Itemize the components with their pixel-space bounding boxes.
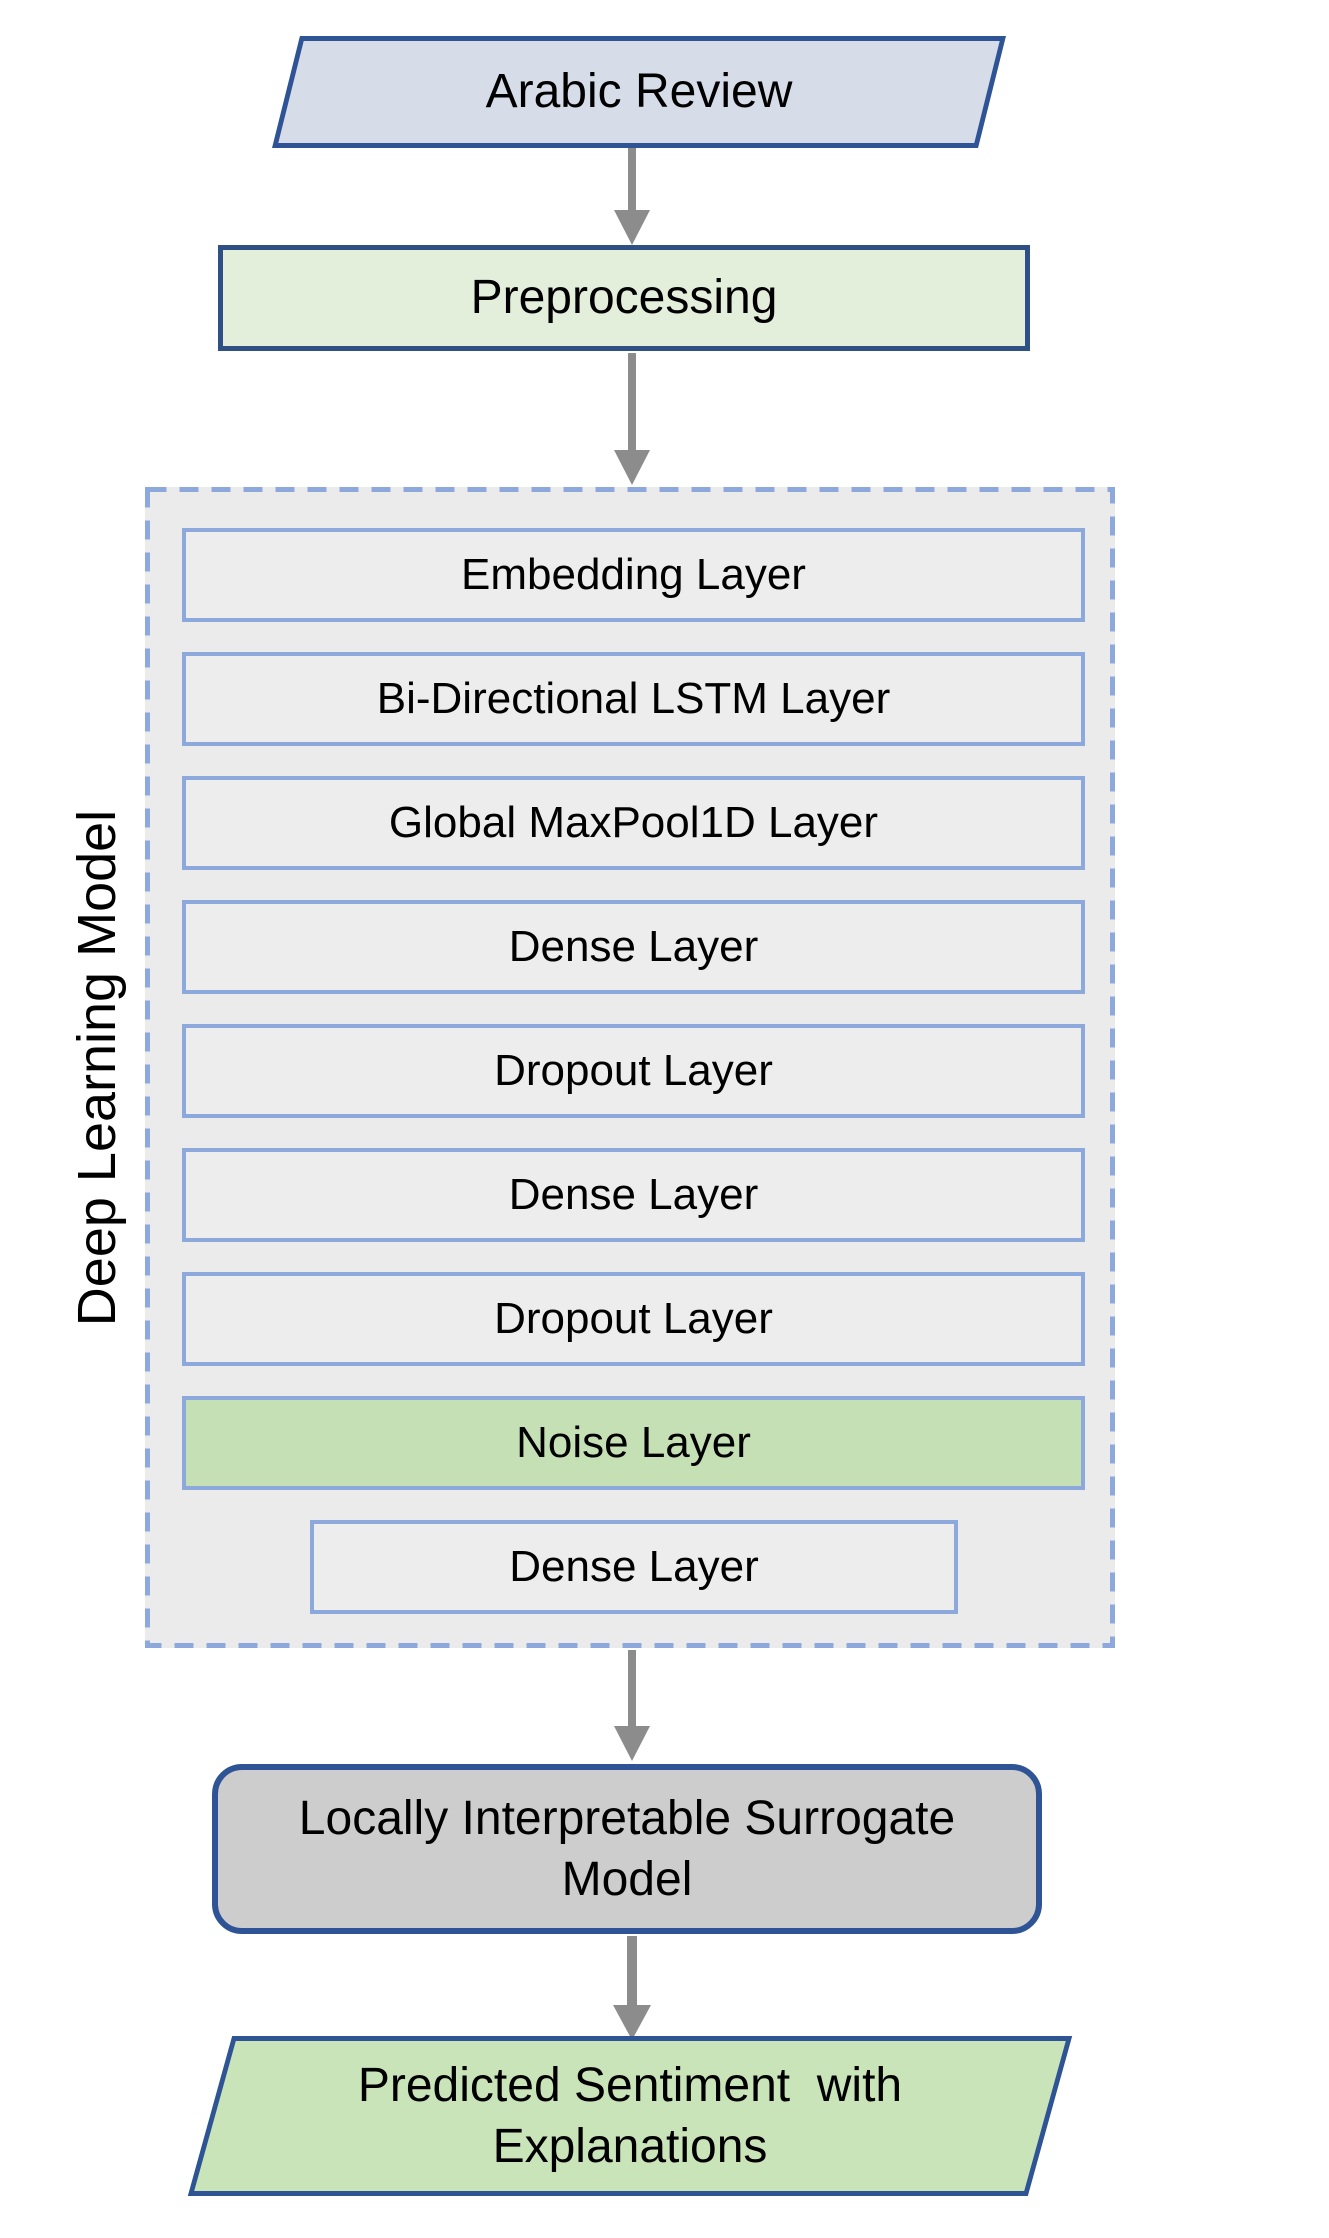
arrow-down-icon bbox=[614, 353, 650, 485]
arrow-down-icon bbox=[614, 148, 650, 245]
node-surrogate-model-label: Locally Interpretable Surrogate Model bbox=[298, 1791, 956, 1906]
node-arabic-review: Arabic Review bbox=[272, 36, 1006, 148]
layer-label: Bi-Directional LSTM Layer bbox=[376, 673, 891, 723]
node-predicted-sentiment: Predicted Sentiment with Explanations bbox=[187, 2036, 1073, 2196]
layer-box-bidirectional-lstm: Bi-Directional LSTM Layer bbox=[182, 652, 1085, 746]
layer-label: Dense Layer bbox=[508, 921, 759, 971]
layer-box-dense-1: Dense Layer bbox=[182, 900, 1085, 994]
arrow-down-icon bbox=[613, 1936, 651, 2040]
deep-learning-model-group-label: Deep Learning Model bbox=[67, 809, 127, 1327]
layer-label: Dropout Layer bbox=[494, 1045, 773, 1095]
layer-box-dense-output: Dense Layer bbox=[310, 1520, 958, 1614]
layer-box-noise: Noise Layer bbox=[182, 1396, 1085, 1490]
layer-label: Global MaxPool1D Layer bbox=[388, 797, 879, 847]
layer-box-embedding: Embedding Layer bbox=[182, 528, 1085, 622]
layer-label: Noise Layer bbox=[516, 1417, 751, 1467]
arrow-down-icon bbox=[614, 1650, 650, 1761]
layer-label: Dropout Layer bbox=[494, 1293, 773, 1343]
layer-box-dense-2: Dense Layer bbox=[182, 1148, 1085, 1242]
node-predicted-sentiment-label: Predicted Sentiment with Explanations bbox=[357, 2058, 903, 2173]
node-surrogate-model: Locally Interpretable Surrogate Model bbox=[212, 1764, 1042, 1934]
layer-box-global-maxpool1d: Global MaxPool1D Layer bbox=[182, 776, 1085, 870]
node-preprocessing-label: Preprocessing bbox=[470, 271, 778, 325]
layer-label: Embedding Layer bbox=[461, 549, 806, 599]
layer-box-dropout-2: Dropout Layer bbox=[182, 1272, 1085, 1366]
node-arabic-review-label: Arabic Review bbox=[485, 65, 793, 119]
layer-box-dropout-1: Dropout Layer bbox=[182, 1024, 1085, 1118]
deep-learning-model-container: Embedding Layer Bi-Directional LSTM Laye… bbox=[145, 487, 1115, 1648]
layer-label: Dense Layer bbox=[509, 1541, 759, 1591]
layer-label: Dense Layer bbox=[508, 1169, 759, 1219]
node-preprocessing: Preprocessing bbox=[218, 245, 1030, 351]
